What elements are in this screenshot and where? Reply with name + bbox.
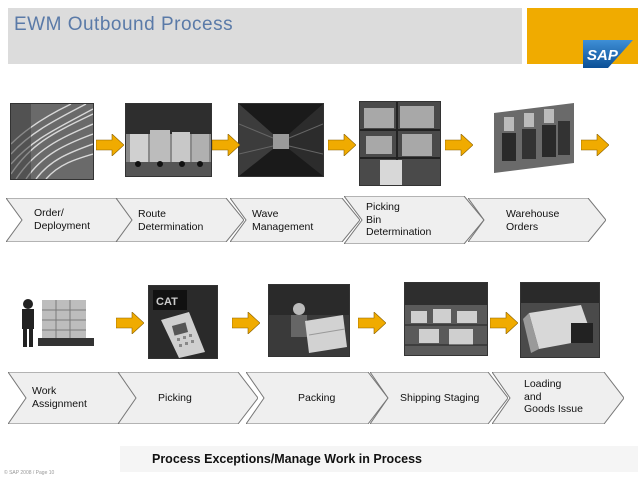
handheld-scanner-photo: CAT [148,285,218,359]
process-step-label: Wave Management [252,208,314,233]
flow-arrow [212,134,240,156]
cables-photo [10,103,94,180]
pallet-rack-photo [359,101,441,186]
flow-arrow [232,312,260,334]
process-step-label: Warehouse Orders [506,208,560,233]
process-step: Loading and Goods Issue [492,372,624,424]
copyright-text: © SAP 2008 / Page 10 [4,470,55,476]
sap-logo-text: SAP [587,47,619,64]
flow-arrow [116,312,144,334]
flow-arrow [581,134,609,156]
process-step: Warehouse Orders [468,198,606,242]
process-step-label: Shipping Staging [400,392,480,404]
header-bar [8,8,522,64]
flow-arrow [445,134,473,156]
process-step-label: Order/ Deployment [34,207,91,232]
flow-arrow [328,134,356,156]
footer-band [120,446,638,472]
process-step-label: Loading and Goods Issue [524,378,583,415]
process-step-label: Packing [298,392,336,404]
sap-logo: SAP [583,40,633,68]
process-step-label: Picking [158,392,192,404]
process-step: Shipping Staging [370,372,508,424]
process-step: Wave Management [230,198,360,242]
svg-text:CAT: CAT [156,296,178,308]
process-step-label: Picking Bin Determination [366,201,432,238]
process-step: Picking [118,372,258,424]
process-step: Picking Bin Determination [344,196,484,244]
staging-area-photo [404,282,488,356]
process-step-label: Work Assignment [32,385,87,410]
flow-arrow [490,312,518,334]
process-step: Route Determination [116,198,244,242]
forklifts-photo [494,103,574,179]
process-step: Order/ Deployment [6,198,134,242]
flow-arrow [358,312,386,334]
process-exceptions-banner: Process Exceptions/Manage Work in Proces… [151,452,422,466]
warehouse-aisle-photo [238,103,324,177]
process-step-label: Route Determination [138,208,204,233]
loading-dock-photo [520,282,600,358]
page-title: EWM Outbound Process [14,14,234,35]
process-step: Work Assignment [8,372,138,424]
flow-arrow [96,134,124,156]
process-step: Packing [246,372,388,424]
packing-worker-photo [268,284,350,357]
trucks-photo [125,103,212,177]
worker-handtruck-photo [10,292,100,354]
